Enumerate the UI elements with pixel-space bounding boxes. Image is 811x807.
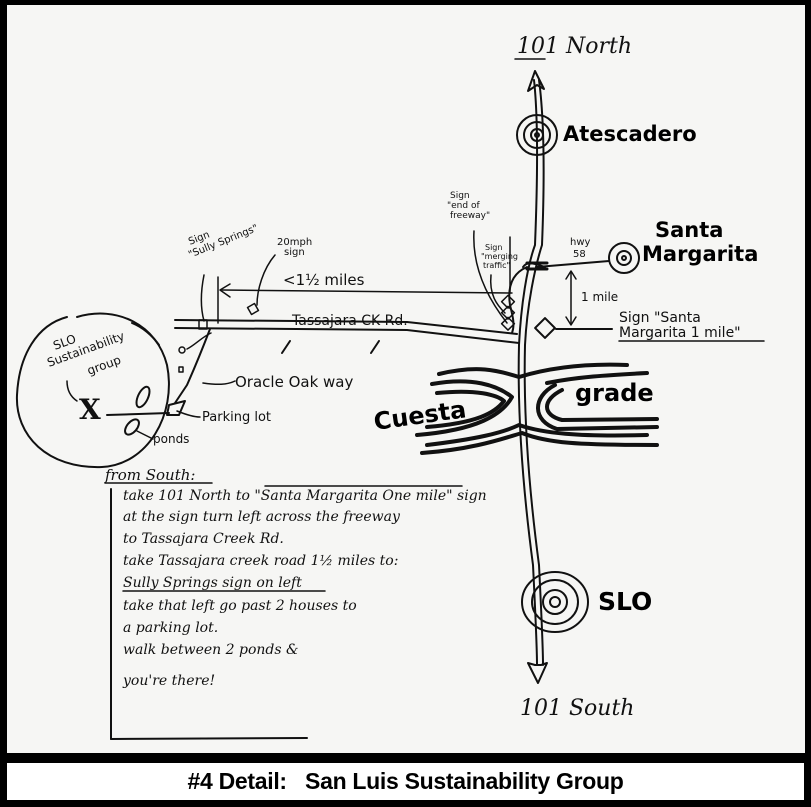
mph-sign-icon <box>246 254 276 316</box>
santa-margarita-town-icon <box>608 242 640 274</box>
merging-sign-line2: "merging <box>481 252 518 261</box>
tassajara-creek-road <box>174 319 520 354</box>
santa-margarita-sign-line2: Margarita 1 mile" <box>619 325 741 341</box>
hwy-58-road <box>536 260 610 268</box>
highway-north-label: 101 North <box>517 34 632 59</box>
directions-line: a parking lot. <box>123 620 218 636</box>
hwy-58-label-line1: hwy <box>570 237 591 248</box>
directions-line: take that left go past 2 houses to <box>123 598 357 614</box>
north-arrow-icon <box>527 70 545 92</box>
end-freeway-sign-line3: freeway" <box>450 211 490 221</box>
directions-line: to Tassajara Creek Rd. <box>123 531 284 547</box>
directions-line: take 101 North to "Santa Margarita One m… <box>123 488 487 504</box>
directions-box-border <box>110 488 308 740</box>
directions-line: walk between 2 ponds & <box>123 642 298 658</box>
grade-label: grade <box>575 379 654 407</box>
atescadero-town-icon <box>516 114 558 156</box>
town-label-margarita: Margarita <box>642 242 758 266</box>
map-drawing: 101 North 101 South Atescadero hwy 58 <box>15 34 765 740</box>
cuesta-grade-icon <box>415 362 659 455</box>
oracle-oak-way-label: Oracle Oak way <box>235 373 353 391</box>
south-arrow-icon <box>527 662 548 684</box>
santa-margarita-sign-icon <box>534 317 613 339</box>
mph-sign-line1: 20mph <box>277 237 312 248</box>
merging-sign-line3: traffic" <box>483 261 510 270</box>
ponds-label: ponds <box>153 432 189 446</box>
one-mile-measure <box>565 270 577 326</box>
end-freeway-sign-line2: "end of <box>447 201 480 211</box>
slo-town-icon <box>521 571 589 633</box>
one-mile-label: 1 mile <box>581 290 618 304</box>
directions-line: Sully Springs sign on left <box>123 575 302 591</box>
town-label-santa: Santa <box>655 218 723 242</box>
destination-circle <box>15 312 170 469</box>
ponds-icon <box>106 385 170 440</box>
sully-sign-icon <box>198 274 208 330</box>
end-freeway-sign-line1: Sign <box>450 191 470 201</box>
oracle-oak-way-road <box>166 328 236 416</box>
interchange-ramps <box>508 261 549 334</box>
town-label-slo: SLO <box>598 587 652 616</box>
distance-measure <box>217 236 513 324</box>
distance-label: <1½ miles <box>283 271 365 289</box>
town-label-atescadero: Atescadero <box>563 122 697 146</box>
parking-pointer <box>176 410 201 418</box>
directions-line: you're there! <box>122 673 215 689</box>
tassajara-road-label: Tassajara CK Rd. <box>291 313 408 329</box>
hand-drawn-map: 101 North 101 South Atescadero hwy 58 <box>7 5 805 753</box>
destination-label-line3: group <box>85 353 123 378</box>
destination-pointer <box>66 380 78 402</box>
directions-line: at the sign turn left across the freeway <box>123 509 401 525</box>
caption-bar: #4 Detail: San Luis Sustainability Group <box>7 763 804 800</box>
directions-heading: from South: <box>104 466 195 484</box>
parking-lot-label: Parking lot <box>202 410 271 425</box>
directions-line: take Tassajara creek road 1½ miles to: <box>123 553 398 569</box>
santa-margarita-sign-line1: Sign "Santa <box>619 310 701 326</box>
hwy-58-label-line2: 58 <box>573 249 586 260</box>
destination-x-marker: X <box>79 393 101 426</box>
map-caption: #4 Detail: San Luis Sustainability Group <box>187 768 624 794</box>
freeway-signs-icon <box>473 230 516 331</box>
directions-text: take 101 North to "Santa Margarita One m… <box>122 488 487 689</box>
merging-sign-line1: Sign <box>485 243 502 252</box>
highway-south-label: 101 South <box>520 696 634 721</box>
highway-101-road <box>517 79 545 666</box>
mph-sign-line2: sign <box>284 247 305 258</box>
